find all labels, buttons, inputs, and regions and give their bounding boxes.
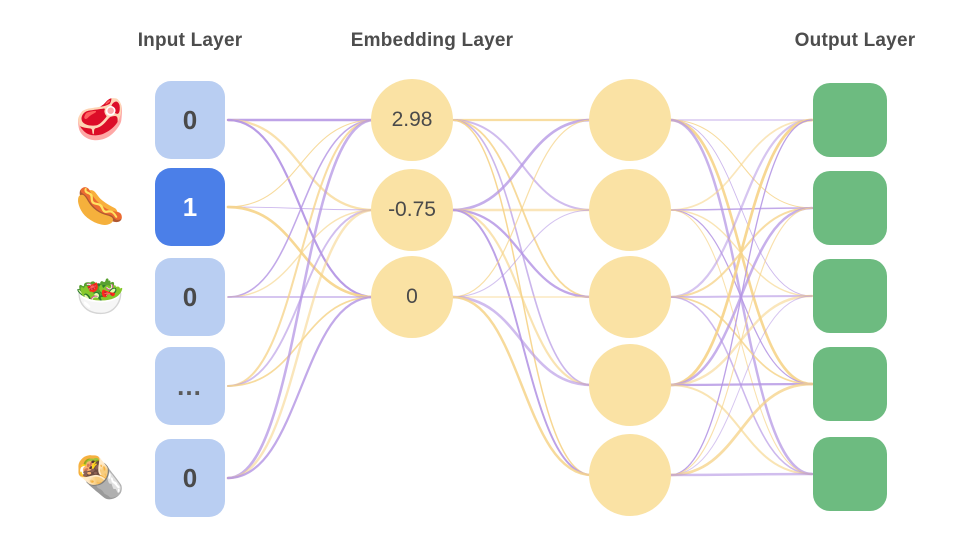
input-node-value: … [176, 370, 204, 401]
hot-dog-emoji: 🌭 [75, 185, 125, 229]
hidden-node-1[interactable] [589, 79, 671, 161]
output-node-4[interactable] [813, 347, 887, 421]
edges-embedding-to-hidden [450, 118, 594, 477]
input-node-2[interactable]: 1 [155, 168, 225, 246]
green-salad-emoji: 🥗 [75, 275, 125, 319]
output-layer-title: Output Layer [794, 30, 916, 51]
embedding-layer-title: Embedding Layer [350, 30, 514, 51]
hidden-node-4[interactable] [589, 344, 671, 426]
edges-hidden-to-output [668, 118, 814, 477]
edges-input-to-embedding [226, 118, 376, 480]
input-node-value: 0 [182, 281, 198, 312]
output-node-5[interactable] [813, 437, 887, 511]
embedding-node-1[interactable]: 2.98 [371, 79, 453, 161]
input-node-1[interactable]: 0 [155, 81, 225, 159]
input-node-3[interactable]: 0 [155, 258, 225, 336]
hidden-node-5[interactable] [589, 434, 671, 516]
input-node-4[interactable]: … [155, 347, 225, 425]
input-layer-title: Input Layer [137, 30, 243, 51]
burrito-emoji: 🌯 [75, 456, 125, 500]
output-node-1[interactable] [813, 83, 887, 157]
embedding-node-value: 2.98 [391, 108, 433, 131]
input-node-value: 0 [182, 462, 198, 493]
embedding-node-2[interactable]: -0.75 [371, 169, 453, 251]
embedding-node-3[interactable]: 0 [371, 256, 453, 338]
output-node-3[interactable] [813, 259, 887, 333]
food-steak-bowl-emoji: 🥩 [75, 98, 125, 142]
output-node-2[interactable] [813, 171, 887, 245]
embedding-node-value: -0.75 [388, 198, 436, 221]
hidden-node-2[interactable] [589, 169, 671, 251]
input-node-5[interactable]: 0 [155, 439, 225, 517]
hidden-node-3[interactable] [589, 256, 671, 338]
input-node-value: 0 [182, 104, 198, 135]
input-node-value: 1 [182, 191, 198, 222]
embedding-node-value: 0 [406, 285, 418, 308]
